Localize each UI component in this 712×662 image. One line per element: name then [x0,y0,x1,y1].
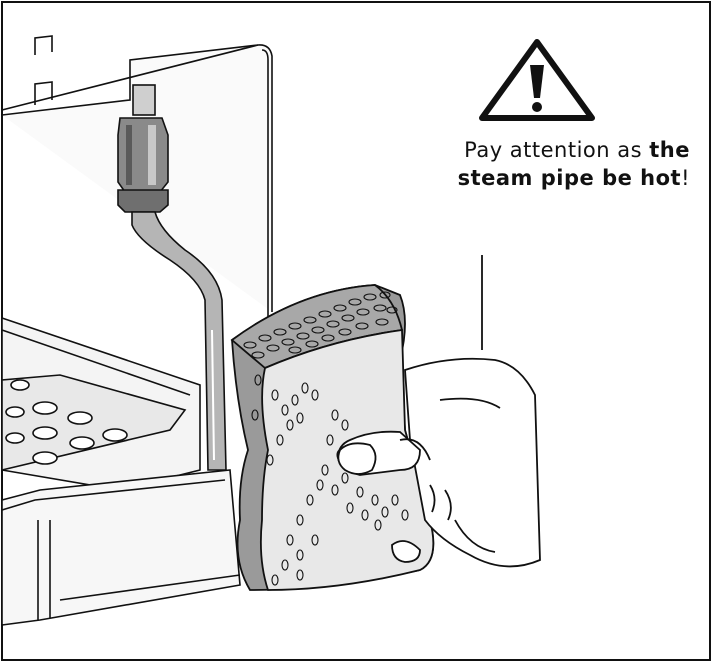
warning-text-bold-2: steam pipe be hot [457,166,682,190]
warning-text-normal: Pay attention as [464,138,650,162]
sponge-face-pores [251,374,409,586]
warning-text-bold-1: the [649,138,690,162]
steam-pipe [117,84,227,471]
hand [337,357,541,568]
warning-text-end: ! [681,166,690,190]
tray-grate-holes [5,379,128,465]
sponge-pores [243,291,398,359]
warning-text: Pay attention as the steam pipe be hot! [420,136,690,192]
warning-triangle-icon [479,39,595,121]
drip-tray [1,316,241,626]
